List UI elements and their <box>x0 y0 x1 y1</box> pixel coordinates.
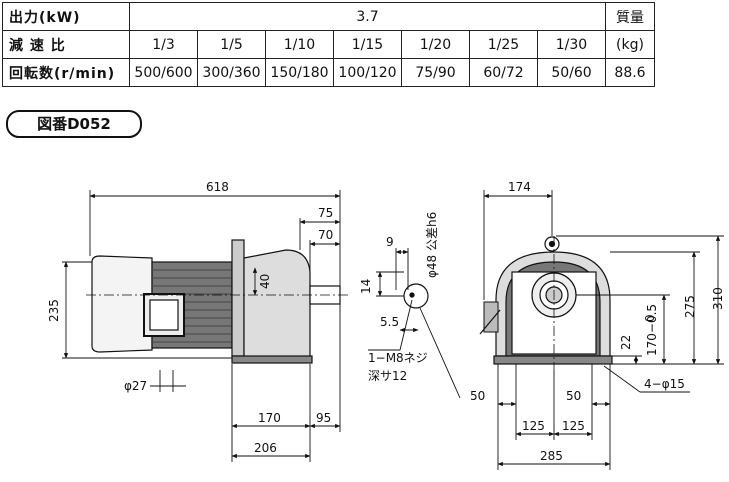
spec-row-ratio: 減 速 比 1/3 1/5 1/10 1/15 1/20 1/25 1/30 (… <box>2 30 655 59</box>
drawing-number-badge: 図番D052 <box>6 110 142 138</box>
dim-50-right: 50 <box>566 389 581 403</box>
rpm-cell: 60/72 <box>469 58 538 87</box>
dim-50-left: 50 <box>470 389 485 403</box>
dim-width-174: 174 <box>508 180 531 194</box>
dim-285: 285 <box>540 449 563 463</box>
dim-40: 40 <box>258 274 272 289</box>
dim-key-5-5: 5.5 <box>380 315 399 329</box>
dim-170-tolerance: 170−0.5 <box>645 304 659 356</box>
dim-phi27: φ27 <box>124 379 147 393</box>
tap-spec-line1: 1−M8ネジ <box>368 351 428 365</box>
output-label: 出力(kW) <box>2 2 130 31</box>
ratio-cell: 1/15 <box>333 30 402 59</box>
rpm-cell: 500/600 <box>129 58 198 87</box>
rpm-cell: 50/60 <box>537 58 606 87</box>
dim-235: 235 <box>47 299 61 322</box>
ratio-cell: 1/30 <box>537 30 606 59</box>
rpm-cell: 100/120 <box>333 58 402 87</box>
dim-70: 70 <box>318 228 333 242</box>
tap-spec-line2: 深サ12 <box>368 369 407 383</box>
spec-row-rpm: 回転数(r/min) 500/600 300/360 150/180 100/1… <box>2 58 655 87</box>
gearbox-foot <box>231 355 313 364</box>
dim-key-14: 14 <box>359 279 373 294</box>
side-view-dimensions <box>62 190 341 462</box>
rpm-cell: 75/90 <box>401 58 470 87</box>
dim-170: 170 <box>258 411 281 425</box>
end-foot <box>493 355 613 365</box>
spec-row-output: 出力(kW) 3.7 質量 <box>2 2 655 31</box>
rpm-cell: 150/180 <box>265 58 334 87</box>
dim-95: 95 <box>316 411 331 425</box>
ratio-cell: 1/10 <box>265 30 334 59</box>
dim-125-right: 125 <box>562 419 585 433</box>
ratio-label: 減 速 比 <box>2 30 130 59</box>
output-value: 3.7 <box>129 2 606 31</box>
tap-hole <box>409 292 415 298</box>
dim-key-9: 9 <box>386 235 394 249</box>
dim-tolerance-zero: 0 <box>643 314 657 322</box>
mass-value: 88.6 <box>605 58 655 87</box>
rpm-label: 回転数(r/min) <box>2 58 130 87</box>
dim-275: 275 <box>683 295 697 318</box>
dim-total-length: 618 <box>206 180 229 194</box>
ratio-cell: 1/20 <box>401 30 470 59</box>
gearbox-housing <box>243 249 311 359</box>
spec-table: 出力(kW) 3.7 質量 減 速 比 1/3 1/5 1/10 1/15 1/… <box>2 2 655 87</box>
mass-unit: (kg) <box>605 30 655 59</box>
end-view <box>479 236 613 370</box>
shaft-end-detail <box>368 248 461 399</box>
side-view <box>86 239 350 364</box>
terminal-box-inner <box>149 299 179 331</box>
dim-22: 22 <box>619 335 633 350</box>
end-view-dimensions <box>483 190 724 470</box>
ratio-cell: 1/25 <box>469 30 538 59</box>
dim-206: 206 <box>254 441 277 455</box>
shaft-tolerance: φ48 公差h6 <box>425 212 439 278</box>
dim-310: 310 <box>711 287 725 310</box>
motor-fan-cover <box>91 255 153 353</box>
dim-125-left: 125 <box>522 419 545 433</box>
motor-flange <box>231 239 245 357</box>
dim-75: 75 <box>318 206 333 220</box>
rpm-cell: 300/360 <box>197 58 266 87</box>
dim-holes: 4−φ15 <box>644 377 685 391</box>
